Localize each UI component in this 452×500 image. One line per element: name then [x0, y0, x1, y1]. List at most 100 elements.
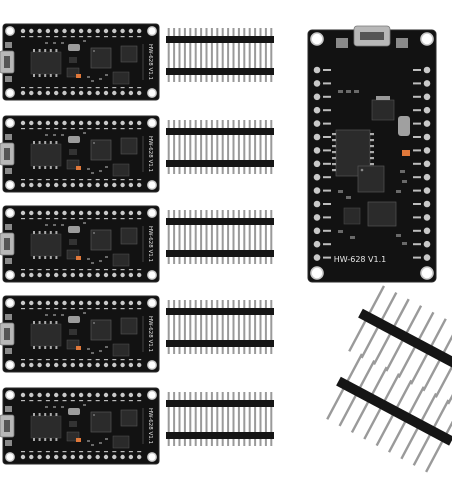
pin [216, 300, 219, 354]
chip-leg [38, 74, 41, 77]
pin-pad [112, 454, 117, 460]
pin [178, 392, 181, 446]
pin-pad [87, 362, 92, 368]
silk-label [323, 136, 331, 138]
silk-label [104, 400, 108, 402]
silk-label [120, 179, 125, 181]
chip-leg [49, 256, 52, 259]
pin-pad [29, 182, 34, 188]
pin-pad [120, 454, 125, 460]
chip-leg [44, 74, 47, 77]
chip-leg [55, 346, 58, 349]
silk-label [87, 400, 92, 402]
chip-leg [332, 145, 336, 148]
pin-pad [87, 28, 92, 34]
smd-part [45, 224, 48, 226]
pin [227, 28, 230, 82]
silk-label [112, 218, 117, 220]
pin-pad [313, 214, 321, 221]
mounting-hole [5, 298, 15, 308]
pin-pad [423, 106, 431, 114]
silk-label [413, 189, 421, 192]
pin-pad [423, 147, 431, 154]
button [5, 42, 12, 48]
silk-label [87, 128, 92, 130]
smd-part [87, 168, 90, 170]
smd-part [400, 170, 405, 173]
silk-label [104, 87, 108, 89]
silk-label [104, 36, 108, 38]
pin-pad [37, 210, 42, 216]
pin [264, 28, 267, 82]
smd-part [83, 132, 86, 134]
small-board: HW-628 V1.1 [0, 23, 160, 101]
pin-pad [423, 214, 431, 221]
silk-label [323, 162, 331, 165]
pin-pad [128, 272, 134, 278]
pin [178, 120, 181, 174]
chip [120, 137, 138, 155]
header-strip [166, 28, 274, 82]
pin-pad [128, 90, 134, 96]
pin [232, 300, 235, 354]
pin [264, 120, 267, 174]
smd-part [61, 224, 64, 226]
pin-pad [120, 182, 125, 188]
chip [120, 409, 138, 427]
pin-pad [29, 454, 34, 460]
pin-plastic [166, 160, 274, 167]
regulator [66, 431, 80, 442]
pin-pad [128, 210, 134, 216]
pin-pad [62, 362, 67, 368]
pin [173, 120, 176, 174]
smd-part [105, 438, 108, 440]
silk-label [128, 451, 133, 453]
crystal [68, 316, 80, 323]
smd-part [354, 90, 359, 93]
reset-button [336, 38, 348, 48]
chip-leg [55, 413, 58, 416]
silk-label [120, 87, 125, 89]
flash-chip [112, 435, 130, 449]
silk-label [112, 179, 117, 181]
chip-leg [49, 166, 52, 169]
smd-part [53, 224, 56, 226]
silk-label [137, 179, 142, 181]
silk-label [62, 179, 67, 181]
pin-pad [45, 392, 51, 398]
silk-label [128, 308, 133, 310]
pin [216, 120, 219, 174]
silk-label [45, 128, 50, 130]
silk-label [128, 36, 133, 38]
pin-pad [95, 392, 100, 398]
silk-label [87, 359, 92, 361]
small-board: HW-628 V1.1 [0, 115, 160, 193]
pin [205, 28, 208, 82]
chip-leg [38, 346, 41, 349]
pin-pad [112, 210, 117, 216]
chip-leg [38, 231, 41, 234]
pin-pad [112, 362, 117, 368]
pin-pad [120, 392, 125, 398]
silk-label [29, 269, 34, 271]
pin [237, 28, 240, 82]
chip-leg [55, 231, 58, 234]
silk-label [37, 451, 42, 453]
chip-leg [332, 151, 336, 154]
pin-pad [137, 182, 142, 188]
pin-pad [112, 392, 117, 398]
pin [243, 210, 246, 264]
pin [221, 210, 224, 264]
pin-pad [423, 187, 431, 194]
chip-leg [370, 151, 374, 154]
button [5, 440, 12, 446]
pin [221, 120, 224, 174]
regulator [69, 239, 77, 245]
smd-part [83, 404, 86, 406]
chip-leg [33, 321, 35, 324]
pin-pad [45, 28, 51, 34]
pin [183, 210, 186, 264]
pin [259, 392, 262, 446]
chip-leg [55, 49, 58, 52]
pin [205, 210, 208, 264]
